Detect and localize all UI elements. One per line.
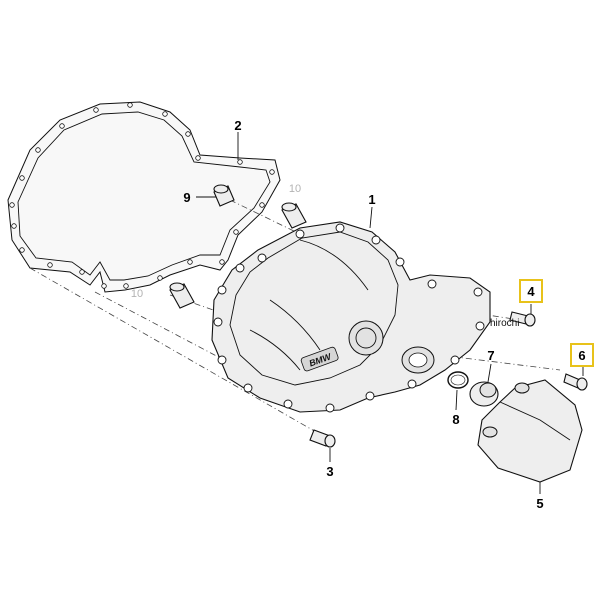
engine-cover-part-1: BMW [211, 221, 491, 413]
callout-10-upper: 10 [289, 183, 301, 195]
dowel-sleeve-upper [281, 202, 307, 229]
callout-8: 8 [452, 412, 459, 427]
plug-part-7 [469, 381, 499, 407]
callout-9: 9 [183, 190, 190, 205]
callout-3: 3 [326, 464, 333, 479]
callout-10-lower: 10 [131, 288, 143, 300]
bolt-part-4 [509, 311, 536, 327]
callout-4: 4 [527, 284, 535, 299]
callout-4-highlight: 4 [519, 279, 543, 303]
watermark: hirochi [490, 318, 519, 329]
callout-2: 2 [234, 118, 241, 133]
callout-6-highlight: 6 [570, 343, 594, 367]
highlight-box-6 [570, 343, 594, 367]
o-ring-part-8 [447, 371, 469, 389]
dowel-sleeve-lower [169, 282, 195, 309]
sleeve-part-9 [213, 184, 235, 207]
callout-1: 1 [368, 192, 375, 207]
leader-lines [196, 132, 584, 494]
callout-7: 7 [487, 348, 494, 363]
callout-6: 6 [578, 348, 585, 363]
bolt-part-6 [563, 373, 588, 391]
highlight-box-4 [519, 279, 543, 303]
bolt-part-3 [309, 429, 336, 448]
callout-5: 5 [536, 496, 543, 511]
gasket-part-2 [7, 101, 281, 293]
